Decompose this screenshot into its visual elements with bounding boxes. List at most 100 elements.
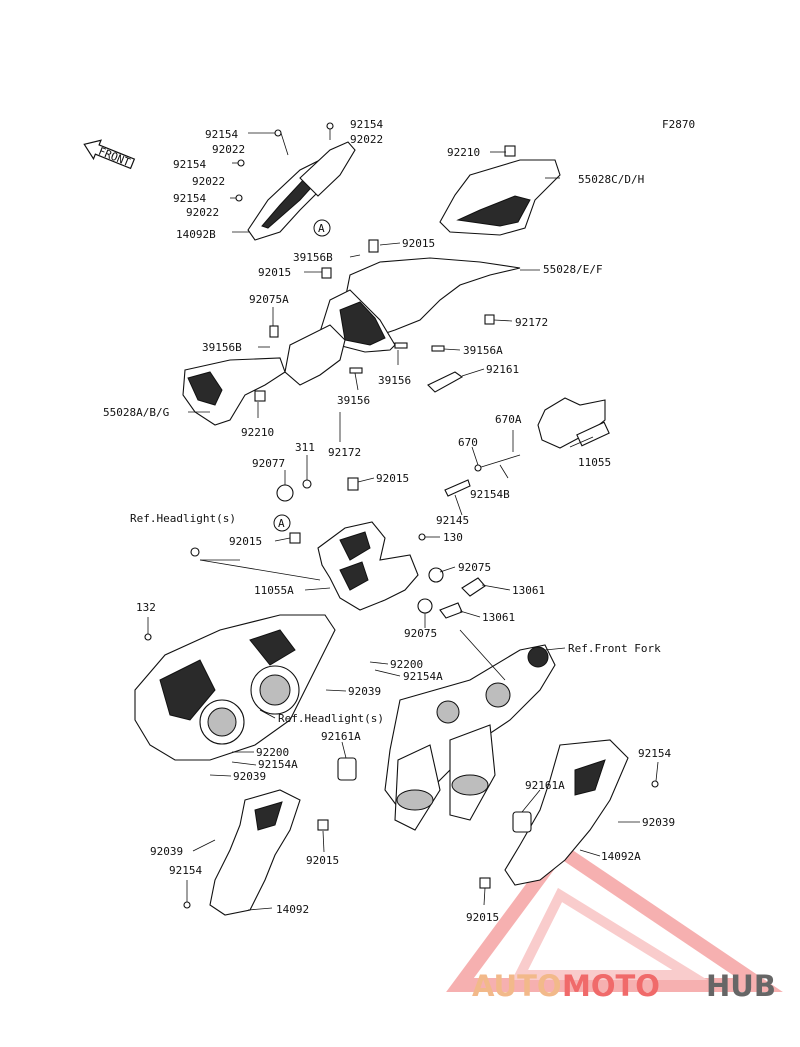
label-92015-c: 92015 bbox=[376, 472, 409, 485]
label-92039-b: 92039 bbox=[233, 770, 266, 783]
bolt-130 bbox=[418, 533, 426, 541]
label-92015-e: 92015 bbox=[306, 854, 339, 867]
bush-92161a-left bbox=[337, 757, 357, 781]
clip-92210-a bbox=[504, 145, 516, 157]
label-92015-a: 92015 bbox=[402, 237, 435, 250]
figure-code: F2870 bbox=[662, 118, 695, 131]
label-92015-d: 92015 bbox=[229, 535, 262, 548]
label-55028a: 55028A/B/G bbox=[103, 406, 169, 419]
label-92077: 92077 bbox=[252, 457, 285, 470]
grommet-92015-d bbox=[289, 532, 301, 544]
label-92161a-a: 92161A bbox=[321, 730, 361, 743]
label-92039-d: 92039 bbox=[150, 845, 183, 858]
label-92154-b: 92154 bbox=[173, 158, 206, 171]
screw-cluster-upper-left bbox=[230, 122, 334, 202]
part-labels: 92154 92022 92154 92022 92154 92022 9215… bbox=[103, 118, 675, 924]
collar-92075-a bbox=[428, 567, 444, 583]
label-ref-headlight-b: Ref.Headlight(s) bbox=[278, 712, 384, 725]
label-92154b: 92154B bbox=[470, 488, 510, 501]
label-92022-a: 92022 bbox=[212, 143, 245, 156]
clip-92210-b bbox=[254, 390, 266, 402]
front-arrow-icon: FRONT bbox=[83, 139, 136, 170]
label-92075-b: 92075 bbox=[404, 627, 437, 640]
label-11055a: 11055A bbox=[254, 584, 294, 597]
label-55028c: 55028C/D/H bbox=[578, 173, 644, 186]
collar-92075-b bbox=[417, 598, 433, 614]
watermark-part2: MOTO bbox=[562, 969, 660, 1003]
label-39156a: 39156A bbox=[463, 344, 503, 357]
label-92154-a: 92154 bbox=[205, 128, 238, 141]
grommet-92015-b bbox=[321, 267, 332, 279]
label-39156b-a: 39156B bbox=[293, 251, 333, 264]
clip-13061-b bbox=[439, 602, 463, 619]
label-92154a-b: 92154A bbox=[258, 758, 298, 771]
label-92154-f: 92154 bbox=[169, 864, 202, 877]
label-55028e: 55028/E/F bbox=[543, 263, 603, 276]
label-92022-b: 92022 bbox=[192, 175, 225, 188]
pad-39156-a bbox=[394, 342, 408, 349]
label-92154-e: 92154 bbox=[638, 747, 671, 760]
label-92161: 92161 bbox=[486, 363, 519, 376]
nut-311 bbox=[302, 479, 312, 489]
spring-92145 bbox=[444, 479, 471, 497]
nut-92172 bbox=[484, 314, 495, 325]
label-14092b: 14092B bbox=[176, 228, 216, 241]
stay-tube bbox=[576, 421, 610, 447]
label-11055: 11055 bbox=[578, 456, 611, 469]
watermark-part1: AUTO bbox=[472, 969, 562, 1003]
collar-92075a bbox=[269, 325, 279, 338]
screw-92154-left bbox=[183, 901, 191, 909]
label-92154-c: 92154 bbox=[173, 192, 206, 205]
clip-13061-a bbox=[461, 577, 486, 597]
label-92022-c: 92022 bbox=[186, 206, 219, 219]
grommet-92015-a bbox=[368, 239, 379, 253]
label-92039-c: 92039 bbox=[642, 816, 675, 829]
stay-11055 bbox=[537, 397, 606, 449]
band-92161 bbox=[427, 371, 464, 393]
grommet-92077 bbox=[276, 484, 294, 502]
bolt-670 bbox=[474, 464, 482, 472]
grommet-92015-f bbox=[479, 877, 491, 889]
inner-cover-upper-right bbox=[299, 141, 356, 197]
label-92172-b: 92172 bbox=[328, 446, 361, 459]
bush-92161a-right bbox=[512, 811, 532, 833]
front-arrow-text: FRONT bbox=[96, 145, 132, 170]
inner-cover-14092 bbox=[209, 789, 301, 916]
label-13061-b: 13061 bbox=[482, 611, 515, 624]
label-92039-a: 92039 bbox=[348, 685, 381, 698]
watermark-logo: AUTO MOTO HUB bbox=[472, 969, 776, 1003]
label-14092a: 14092A bbox=[601, 850, 641, 863]
label-130: 130 bbox=[443, 531, 463, 544]
label-39156-a: 39156 bbox=[378, 374, 411, 387]
stay-11055a bbox=[317, 521, 419, 611]
label-92015-f: 92015 bbox=[466, 911, 499, 924]
label-13061-a: 13061 bbox=[512, 584, 545, 597]
ref-marker-a-upper: A bbox=[313, 219, 331, 237]
label-92210-a: 92210 bbox=[447, 146, 480, 159]
grommet-92015-e bbox=[317, 819, 329, 831]
screw-132 bbox=[144, 633, 152, 641]
label-39156-b: 39156 bbox=[337, 394, 370, 407]
label-92075-a: 92075 bbox=[458, 561, 491, 574]
ref-headlight-clip bbox=[190, 547, 200, 557]
label-92210-b: 92210 bbox=[241, 426, 274, 439]
label-92161a-b: 92161A bbox=[525, 779, 565, 792]
label-311: 311 bbox=[295, 441, 315, 454]
label-92200-b: 92200 bbox=[256, 746, 289, 759]
label-92145: 92145 bbox=[436, 514, 469, 527]
label-92172-a: 92172 bbox=[515, 316, 548, 329]
label-39156b-b: 39156B bbox=[202, 341, 242, 354]
grommet-92015-c bbox=[347, 477, 359, 491]
svg-text:A: A bbox=[318, 222, 325, 235]
svg-text:A: A bbox=[278, 517, 285, 530]
label-ref-front-fork: Ref.Front Fork bbox=[568, 642, 661, 655]
label-132: 132 bbox=[136, 601, 156, 614]
watermark-triangle bbox=[446, 840, 783, 992]
label-670a: 670A bbox=[495, 413, 522, 426]
label-ref-headlight-a: Ref.Headlight(s) bbox=[130, 512, 236, 525]
label-92154a-a: 92154A bbox=[403, 670, 443, 683]
watermark-part3: HUB bbox=[706, 969, 776, 1003]
pad-39156-b bbox=[349, 367, 363, 374]
label-670: 670 bbox=[458, 436, 478, 449]
